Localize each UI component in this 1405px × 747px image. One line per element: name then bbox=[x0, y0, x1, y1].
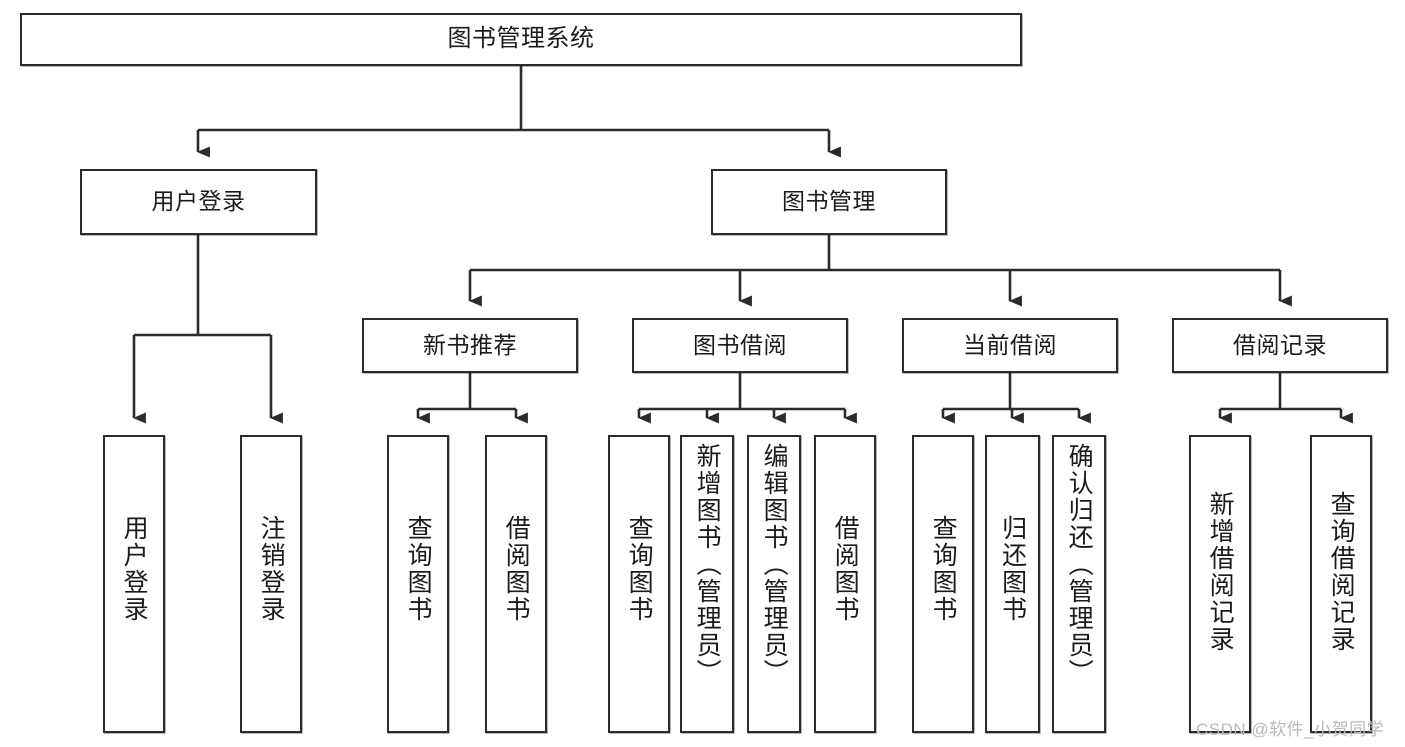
leaf-borrow-book[interactable]: 借阅图书 bbox=[814, 435, 876, 733]
node-user-login[interactable]: 用户登录 bbox=[80, 169, 317, 235]
node-current-borrow[interactable]: 当前借阅 bbox=[902, 318, 1118, 373]
leaf-return-book[interactable]: 归还图书 bbox=[985, 435, 1040, 733]
node-new-book-recommend-label: 新书推荐 bbox=[423, 331, 517, 358]
node-borrow-record-label: 借阅记录 bbox=[1233, 331, 1327, 358]
node-root-label: 图书管理系统 bbox=[447, 25, 595, 53]
node-book-management[interactable]: 图书管理 bbox=[711, 169, 947, 235]
leaf-query-borrow-record[interactable]: 查询借阅记录 bbox=[1310, 435, 1372, 733]
node-current-borrow-label: 当前借阅 bbox=[963, 331, 1057, 358]
leaf-user-login[interactable]: 用户登录 bbox=[103, 435, 165, 733]
node-book-management-label: 图书管理 bbox=[782, 188, 876, 215]
leaf-query-borrow-record-label: 查询借阅记录 bbox=[1327, 491, 1356, 653]
leaf-add-borrow-record-label: 新增借阅记录 bbox=[1206, 491, 1235, 653]
leaf-add-book-admin[interactable]: 新增图书（管理员） bbox=[680, 435, 734, 733]
leaf-query-book-current[interactable]: 查询图书 bbox=[912, 435, 974, 733]
leaf-borrow-book-label: 借阅图书 bbox=[831, 515, 860, 623]
leaf-borrow-book-recommend[interactable]: 借阅图书 bbox=[485, 435, 547, 733]
node-borrow-record[interactable]: 借阅记录 bbox=[1172, 318, 1388, 373]
leaf-query-book-borrow-label: 查询图书 bbox=[625, 515, 654, 623]
leaf-return-book-label: 归还图书 bbox=[998, 515, 1027, 623]
node-book-borrow-label: 图书借阅 bbox=[693, 331, 787, 358]
leaf-query-book-recommend[interactable]: 查询图书 bbox=[387, 435, 449, 733]
leaf-borrow-book-recommend-label: 借阅图书 bbox=[502, 515, 531, 623]
leaf-logout-label: 注销登录 bbox=[257, 515, 286, 623]
leaf-add-borrow-record[interactable]: 新增借阅记录 bbox=[1189, 435, 1251, 733]
leaf-edit-book-admin-label: 编辑图书（管理员） bbox=[760, 443, 789, 686]
node-book-borrow[interactable]: 图书借阅 bbox=[632, 318, 848, 373]
leaf-query-book-current-label: 查询图书 bbox=[929, 515, 958, 623]
csdn-watermark: CSDN @软件_小贺同学 bbox=[1196, 720, 1385, 739]
leaf-query-book-borrow[interactable]: 查询图书 bbox=[608, 435, 670, 733]
leaf-confirm-return-admin-label: 确认归还（管理员） bbox=[1065, 443, 1094, 686]
leaf-user-login-label: 用户登录 bbox=[120, 515, 149, 623]
leaf-logout[interactable]: 注销登录 bbox=[240, 435, 302, 733]
leaf-query-book-recommend-label: 查询图书 bbox=[404, 515, 433, 623]
node-user-login-label: 用户登录 bbox=[151, 188, 246, 215]
leaf-add-book-admin-label: 新增图书（管理员） bbox=[693, 443, 722, 686]
leaf-edit-book-admin[interactable]: 编辑图书（管理员） bbox=[747, 435, 801, 733]
leaf-confirm-return-admin[interactable]: 确认归还（管理员） bbox=[1052, 435, 1106, 733]
node-new-book-recommend[interactable]: 新书推荐 bbox=[362, 318, 578, 373]
node-root[interactable]: 图书管理系统 bbox=[20, 13, 1022, 66]
